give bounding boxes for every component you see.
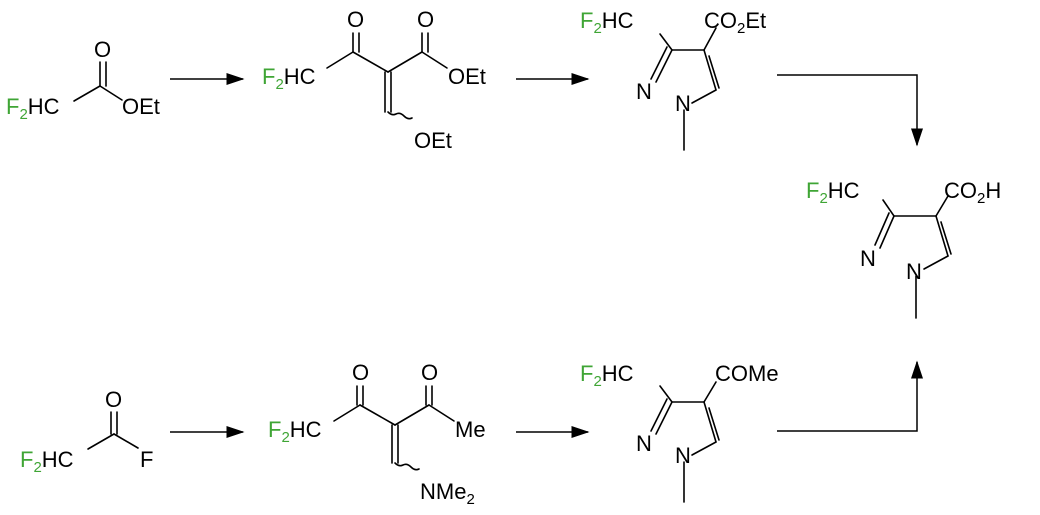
structure-ethyl-difluoroacetate: O F2HC OEt	[6, 37, 160, 123]
s1-f2-label: F2HC	[6, 94, 60, 123]
structure-pyrazole-methyl-ketone: F2HC COMe N N	[580, 361, 779, 503]
s6-f2hc-label: F2HC	[268, 417, 322, 446]
structure-dimethylaminomethylene-diketone: O O F2HC Me NMe2	[268, 360, 486, 508]
s6-oxygen2-label: O	[421, 360, 438, 385]
s4-acid-label: CO2H	[944, 178, 1001, 207]
s4-n1-label: N	[860, 246, 876, 271]
s7-come-label: COMe	[715, 361, 779, 386]
s5-fluoride-label: F	[140, 447, 153, 472]
s7-n2-label: N	[675, 443, 691, 468]
s1-oxygen-label: O	[94, 37, 111, 62]
s3-ester-label: CO2Et	[704, 8, 766, 37]
structure-pyrazole-ethyl-ester: F2HC CO2Et N N	[580, 8, 766, 151]
s2-oxygen2-label: O	[417, 7, 434, 32]
s3-n1-label: N	[636, 79, 652, 104]
s5-f2hc-label: F2HC	[20, 447, 74, 476]
structure-difluoroacetyl-fluoride: O F2HC F	[20, 387, 153, 476]
s7-f2hc-label: F2HC	[580, 361, 634, 390]
s5-oxygen-label: O	[105, 387, 122, 412]
structure-pyrazole-carboxylic-acid: F2HC CO2H N N	[806, 178, 1001, 319]
s4-n2-label: N	[906, 259, 922, 284]
s4-f2hc-label: F2HC	[806, 178, 860, 207]
arrow-6	[777, 360, 923, 432]
s7-n1-label: N	[636, 431, 652, 456]
s2-f2-label: F2HC	[262, 64, 316, 93]
s2-oet-label: OEt	[448, 64, 486, 89]
s6-methyl-label: Me	[455, 417, 486, 442]
s2-oxygen1-label: O	[347, 7, 364, 32]
s2-oet2-label: OEt	[414, 128, 452, 153]
structure-ethoxymethylene-ketoester: O O F2HC OEt OEt	[262, 7, 486, 153]
s3-f2hc-label: F2HC	[580, 8, 634, 37]
s6-nme2-label: NMe2	[420, 479, 475, 508]
s6-oxygen1-label: O	[352, 360, 369, 385]
arrow-3	[777, 74, 923, 147]
s1-oet-label: OEt	[122, 94, 160, 119]
s3-n2-label: N	[675, 91, 691, 116]
